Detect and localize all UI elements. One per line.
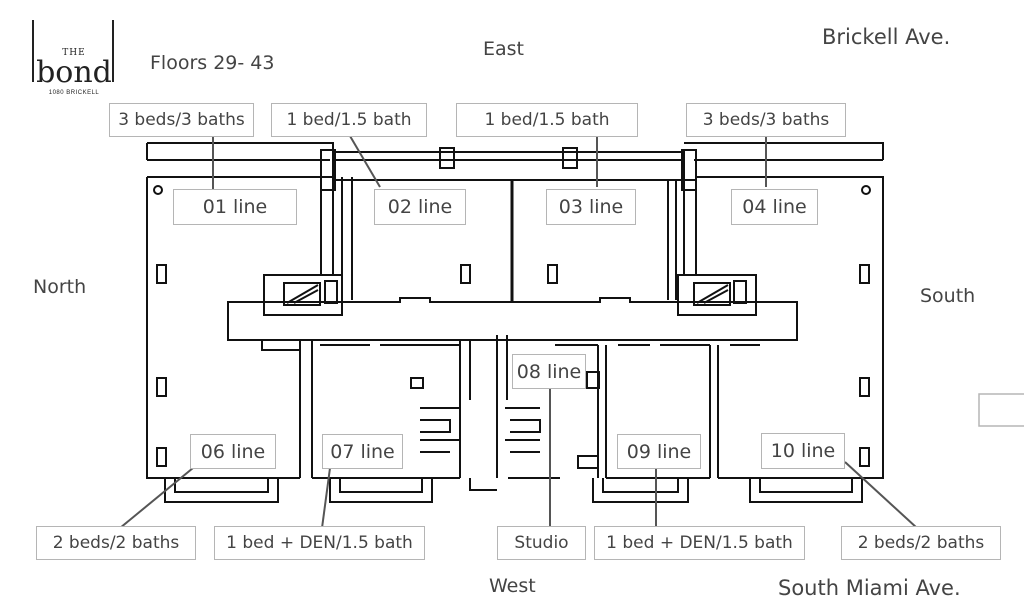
plan-cutoff-box [978, 393, 1024, 427]
unit-01-type: 3 beds/3 baths [109, 103, 254, 137]
street-brickell: Brickell Ave. [822, 25, 951, 49]
line-01-label: 01 line [173, 189, 297, 225]
wall-north [146, 177, 300, 479]
line-04-label: 04 line [731, 189, 818, 225]
logo-address: 1080 BRICKELL [48, 90, 100, 96]
unit-09-type: 1 bed + DEN/1.5 bath [594, 526, 805, 560]
logo-bar-left [32, 20, 34, 82]
logo-name: bond [36, 55, 112, 90]
line-06-label: 06 line [190, 434, 276, 469]
line-03-label: 03 line [546, 189, 636, 225]
unit-03-type: 1 bed/1.5 bath [456, 103, 638, 137]
unit-02-type: 1 bed/1.5 bath [271, 103, 427, 137]
line-07-label: 07 line [322, 434, 403, 469]
direction-west: West [489, 575, 536, 597]
logo-bar-right [112, 20, 114, 82]
direction-east: East [483, 38, 524, 60]
bond-logo: THE bond 1080 BRICKELL [28, 18, 120, 102]
unit-04-type: 3 beds/3 baths [686, 103, 846, 137]
line-09-label: 09 line [617, 434, 701, 469]
floors-title: Floors 29- 43 [150, 52, 275, 74]
logo-the: THE [62, 48, 86, 58]
balcony-rail-east [335, 151, 684, 161]
balcony-west-1 [164, 478, 279, 503]
line-02-label: 02 line [374, 189, 466, 225]
balcony-rail-north-east [147, 142, 334, 180]
unit-06-type: 2 beds/2 baths [36, 526, 196, 560]
line-08-label: 08 line [512, 354, 586, 389]
street-south-miami: South Miami Ave. [778, 576, 961, 600]
unit-07-type: 1 bed + DEN/1.5 bath [214, 526, 425, 560]
central-corridor [227, 297, 798, 341]
direction-north: North [33, 276, 87, 298]
unit-08-type: Studio [497, 526, 586, 560]
line-10-label: 10 line [761, 433, 845, 469]
stair-right [677, 274, 757, 316]
stair-left [263, 274, 343, 316]
direction-south: South [920, 285, 976, 307]
unit-10-type: 2 beds/2 baths [841, 526, 1001, 560]
wall-south [696, 176, 884, 479]
